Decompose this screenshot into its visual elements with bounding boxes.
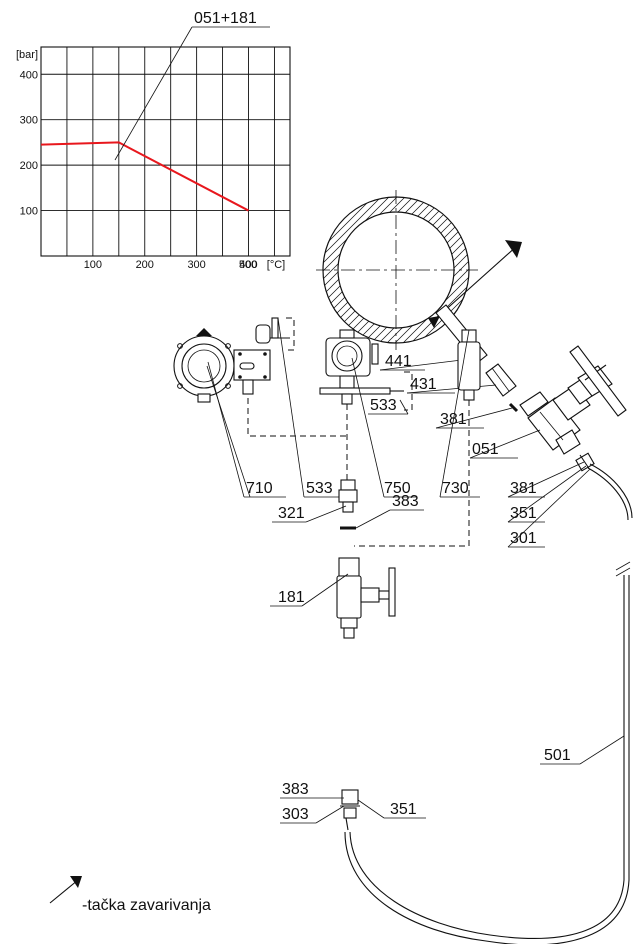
label-351-bottom: 351 xyxy=(390,801,417,818)
label-501: 501 xyxy=(544,747,571,764)
y-tick-label: 100 xyxy=(20,206,38,218)
hatch-line xyxy=(401,197,469,343)
hatch-line xyxy=(465,197,469,343)
x-tick-label: 300 xyxy=(187,259,205,271)
y-tick-label: 200 xyxy=(20,160,38,172)
label-730: 730 xyxy=(442,480,469,497)
chart-grid xyxy=(41,47,290,256)
x-tick-label: 400 xyxy=(239,259,257,271)
label-383-top: 383 xyxy=(392,493,419,510)
x-tick-label: 500 xyxy=(239,259,257,271)
label-710: 710 xyxy=(246,480,273,497)
label-441: 441 xyxy=(385,353,412,370)
mounting-bracket-533-bottom xyxy=(404,371,413,411)
weld-mark-icon xyxy=(49,879,79,904)
label-051: 051 xyxy=(472,441,499,458)
dashed-connections xyxy=(247,398,470,547)
label-181: 181 xyxy=(278,589,305,606)
label-381-union: 381 xyxy=(510,480,537,497)
label-431: 431 xyxy=(410,376,437,393)
x-tick-label: [°C] xyxy=(267,259,285,271)
label-383-bottom: 383 xyxy=(282,781,309,798)
hatch-line xyxy=(323,197,399,343)
needle-valve-051 xyxy=(519,345,627,455)
adapter-321 xyxy=(338,479,358,513)
hatch-line xyxy=(393,197,469,343)
label-750: 750 xyxy=(384,480,411,497)
transmitter-730 xyxy=(457,329,481,401)
union-fitting-bottom xyxy=(340,789,360,831)
y-tick-label: [bar] xyxy=(16,49,38,61)
y-tick-label: 400 xyxy=(20,69,38,81)
y-tick-label: 300 xyxy=(20,115,38,127)
needle-valve-181 xyxy=(336,557,396,639)
curve-leader-line xyxy=(114,26,193,161)
impulse-line-501 xyxy=(344,463,633,944)
hatch-line xyxy=(323,197,391,343)
legend: -tačka zavarivanja xyxy=(49,876,211,914)
union-fitting-top xyxy=(575,452,595,472)
hatch-line xyxy=(323,197,407,343)
legend-text: -tačka zavarivanja xyxy=(82,897,211,914)
label-351-union: 351 xyxy=(510,505,537,522)
chart-frame xyxy=(40,46,291,257)
weld-boss-431 xyxy=(485,363,517,397)
label-301-union: 301 xyxy=(510,530,537,547)
label-533-bottom: 533 xyxy=(370,397,397,414)
x-tick-label: 100 xyxy=(84,259,102,271)
pressure-limit-line xyxy=(40,141,249,212)
hatch-line xyxy=(457,197,469,343)
label-533-top: 533 xyxy=(306,480,333,497)
curve-ref-label: 051+181 xyxy=(194,10,257,27)
hatch-line xyxy=(323,197,423,343)
process-pipe xyxy=(316,190,478,350)
hatch-line xyxy=(385,197,469,343)
label-321: 321 xyxy=(278,505,305,522)
mounting-bracket-533-top xyxy=(286,317,295,351)
label-303: 303 xyxy=(282,806,309,823)
transmitter-750 xyxy=(319,329,404,405)
hatch-line xyxy=(323,197,327,343)
gasket-381-top xyxy=(508,402,519,413)
transmitter-710 xyxy=(173,317,290,403)
x-tick-label: 200 xyxy=(136,259,154,271)
